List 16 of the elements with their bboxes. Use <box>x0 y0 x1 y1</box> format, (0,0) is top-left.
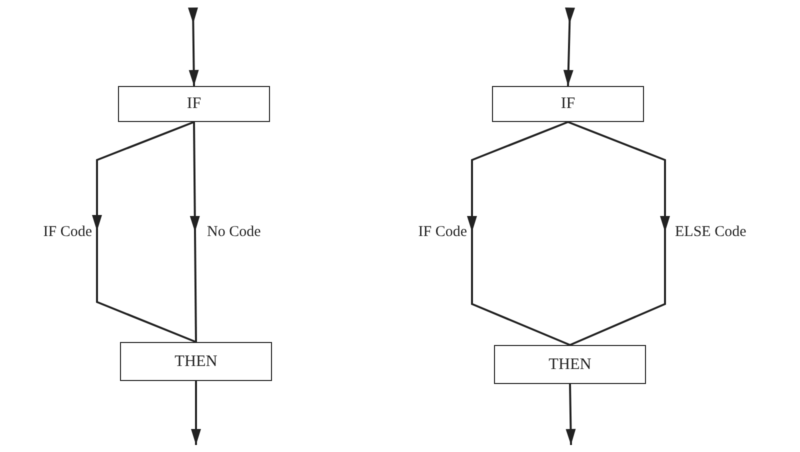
arrow <box>467 121 570 346</box>
process-box <box>492 86 644 122</box>
arrow <box>92 121 196 343</box>
arrow <box>566 384 576 446</box>
arrow <box>188 8 199 86</box>
node-text: THEN <box>548 356 592 374</box>
arrow <box>563 7 575 86</box>
process-box <box>118 86 270 122</box>
arrow <box>568 121 670 346</box>
node-text: THEN <box>174 352 218 370</box>
process-box <box>120 342 272 381</box>
arrow <box>191 381 201 445</box>
process-box <box>494 345 646 384</box>
arrow <box>190 122 200 342</box>
node-text: IF <box>186 95 202 113</box>
node-text: IF <box>560 95 576 113</box>
